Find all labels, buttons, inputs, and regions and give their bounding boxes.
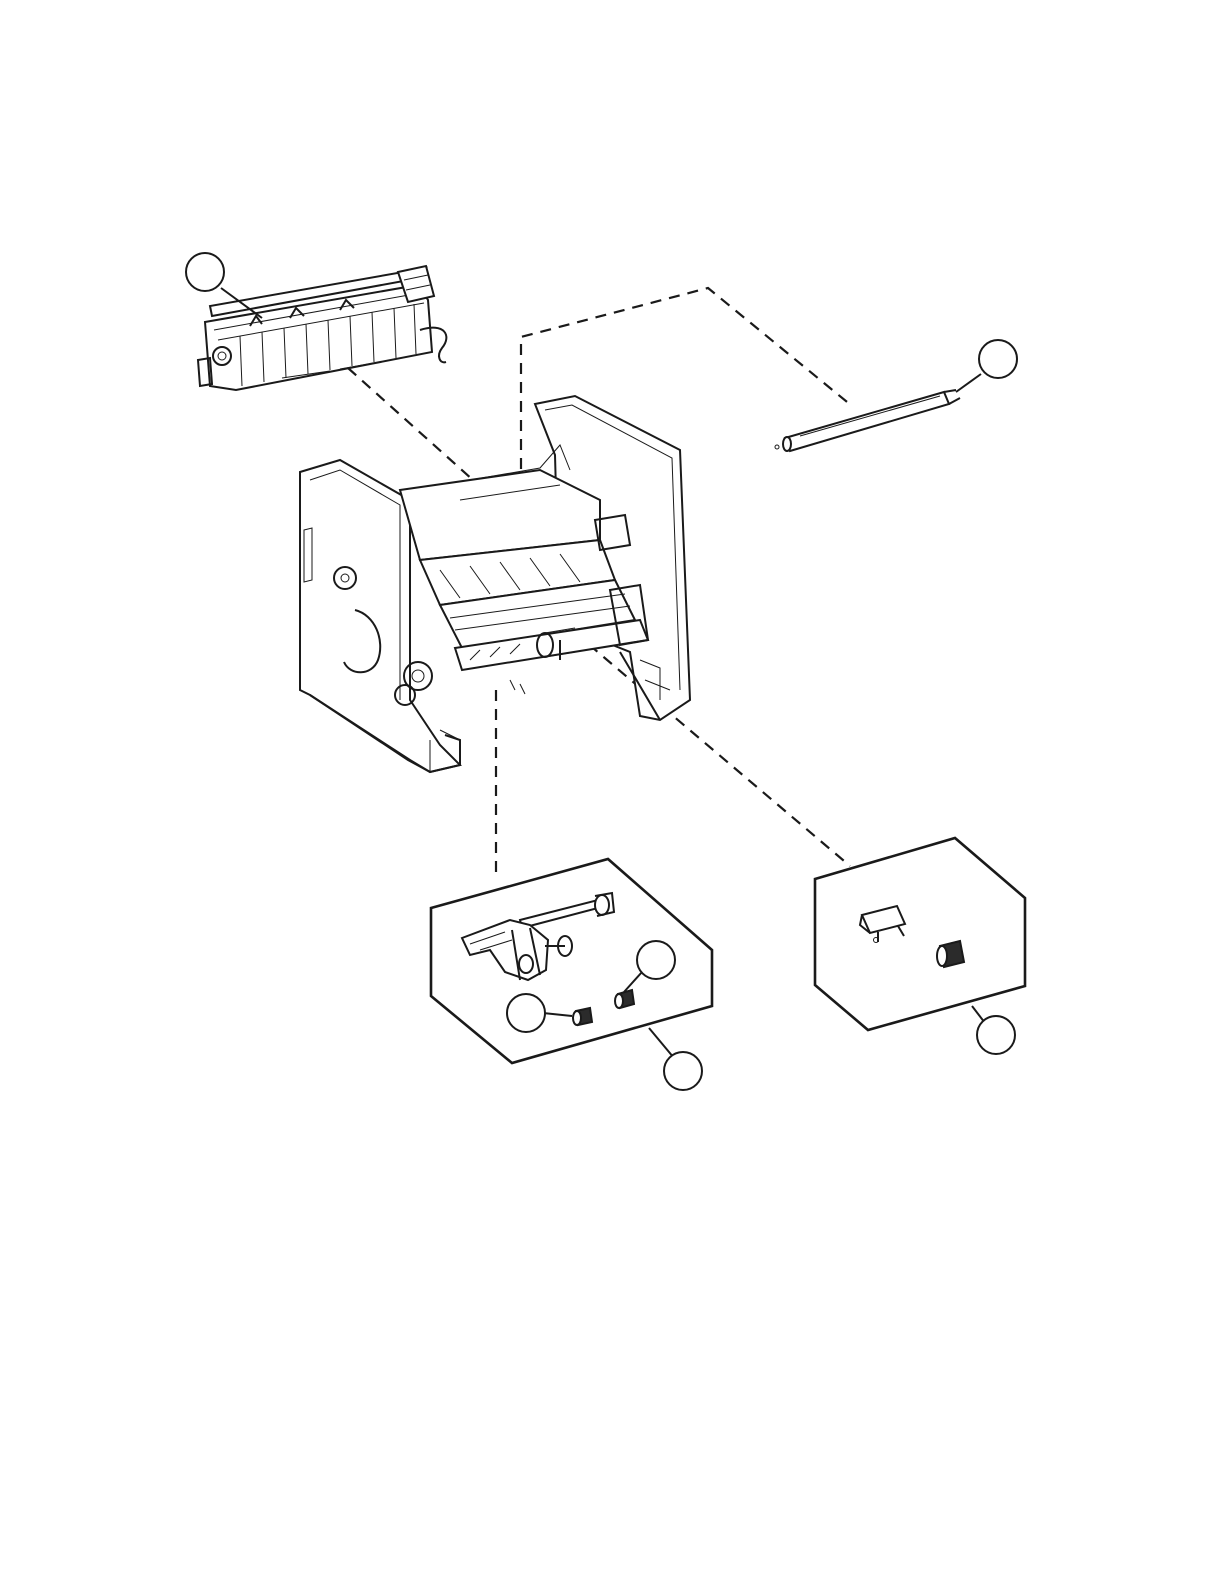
callout-transfer-roller: [979, 340, 1017, 378]
fuser-assembly: [198, 266, 446, 390]
separator-kit-box: [815, 838, 1025, 1030]
callout-circle: [507, 994, 545, 1032]
callout-circle: [186, 253, 224, 291]
callout-pick-assembly: [664, 1052, 702, 1090]
callout-fuser: [186, 253, 224, 291]
callout-circle: [637, 941, 675, 979]
separator-roller-part: [937, 941, 964, 967]
pick-roller-a-part: [573, 1008, 592, 1025]
transfer-roller: [775, 390, 960, 451]
callout-circle: [979, 340, 1017, 378]
callout-pick-roller-b: [637, 941, 675, 979]
callout-circle: [977, 1016, 1015, 1054]
callout-circle: [664, 1052, 702, 1090]
guide-separator: [560, 620, 850, 866]
callout-pick-roller-a: [507, 994, 545, 1032]
guide-fuser: [348, 368, 473, 480]
callout-separator-assembly: [977, 1016, 1015, 1054]
